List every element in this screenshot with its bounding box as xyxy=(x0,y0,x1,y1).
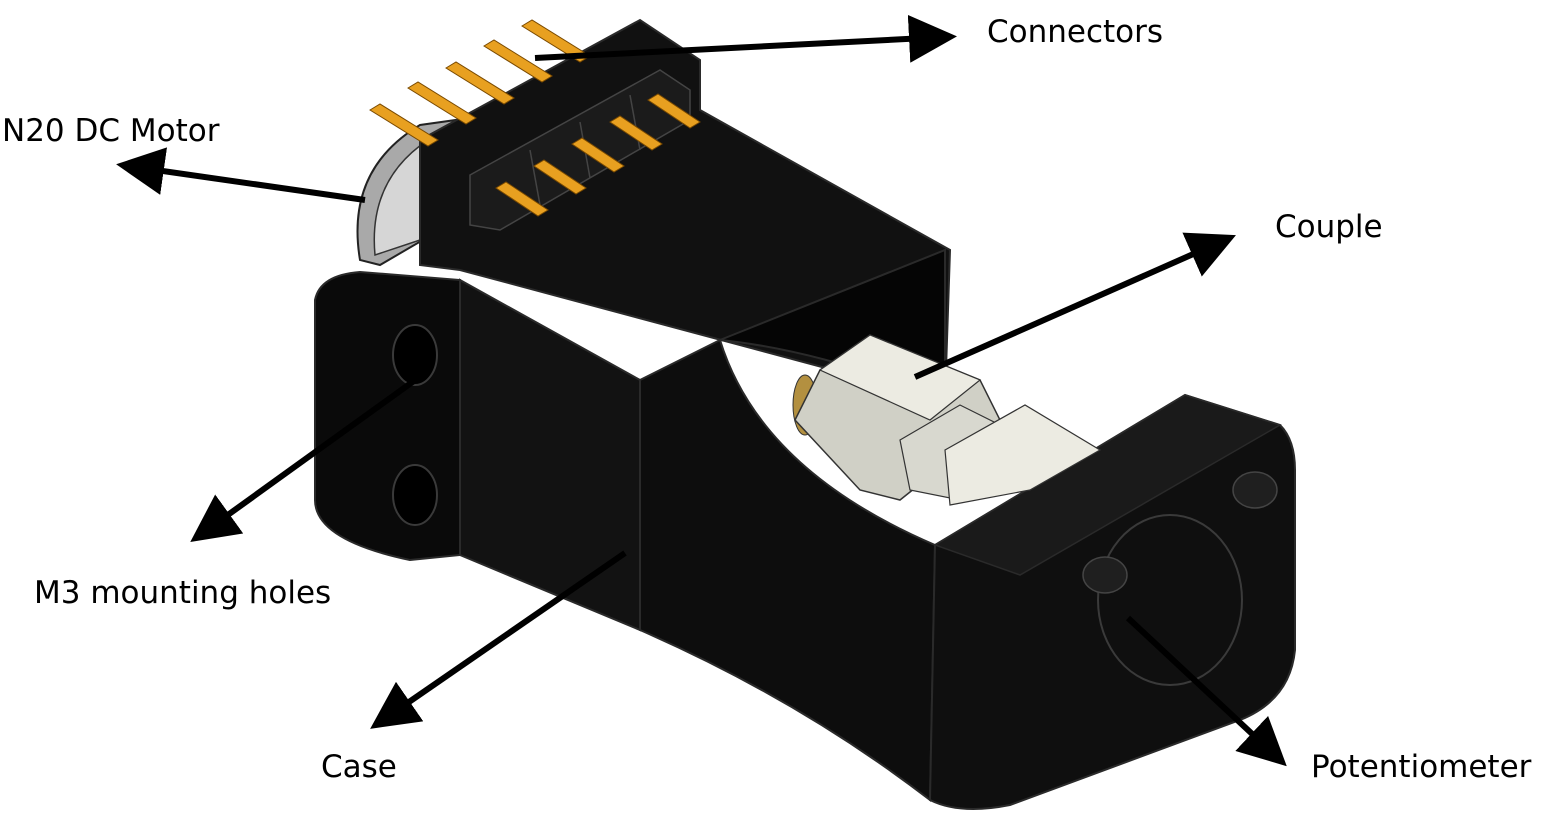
arrow-couple xyxy=(915,240,1225,377)
arrow-case xyxy=(380,553,625,722)
label-couple: Couple xyxy=(1275,212,1383,243)
label-connectors: Connectors xyxy=(987,17,1163,48)
arrow-motor xyxy=(128,166,365,200)
label-n20-dc-motor: N20 DC Motor xyxy=(2,116,219,147)
label-m3-mounting-holes: M3 mounting holes xyxy=(34,578,331,609)
case-body xyxy=(315,250,1295,809)
label-potentiometer: Potentiometer xyxy=(1311,752,1531,783)
label-case: Case xyxy=(321,752,397,783)
